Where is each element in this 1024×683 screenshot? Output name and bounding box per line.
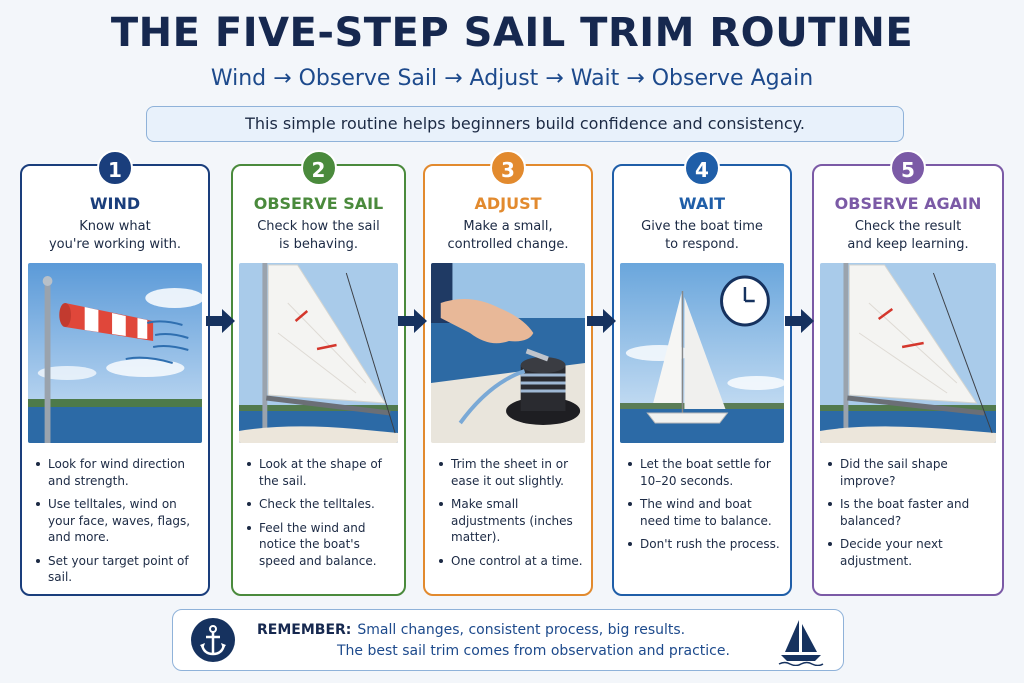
remember-text: Small changes, consistent process, big r… [357,622,686,638]
right-arrow-icon [206,309,235,333]
remember-box: REMEMBER: Small changes, consistent proce… [172,609,844,671]
winch-hand-image [431,263,585,443]
step-description-line: you're working with. [48,237,182,252]
step-description: Check the result and keep learning. [818,218,998,254]
step-card-wind: 1 WIND Know what you're working with. [20,150,210,596]
bullet-item: Is the boat faster and balanced? [828,496,996,529]
right-arrow-icon [587,309,616,333]
right-arrow-icon [785,309,814,333]
bullet-item: Don't rush the process. [628,536,784,553]
step-description: Check how the sail is behaving. [237,218,400,254]
step-number-badge: 4 [684,150,720,186]
bullet-item: Decide your next adjustment. [828,536,996,569]
step-title: OBSERVE AGAIN [834,194,982,213]
windsock-image [28,263,202,443]
sail-telltales-image [239,263,398,443]
step-description: Make a small, controlled change. [429,218,587,254]
step-card-adjust: 3 ADJUST Make a small, controlled change… [423,150,593,596]
step-description-line: controlled change. [447,237,569,252]
step-card-wait: 4 WAIT Give the boat time to respond. [612,150,792,596]
sail-telltales-image [820,263,996,443]
bullet-item: The wind and boat need time to balance. [628,496,784,529]
page-title: THE FIVE-STEP SAIL TRIM ROUTINE [110,10,914,56]
step-description: Know what you're working with. [26,218,204,254]
step-bullets: Look for wind direction and strength. Us… [36,456,202,593]
page-subtitle: Wind → Observe Sail → Adjust → Wait → Ob… [210,66,814,91]
remember-line-2: The best sail trim comes from observatio… [337,643,730,659]
bullet-item: Feel the wind and notice the boat's spee… [247,520,398,570]
bullet-item: Let the boat settle for 10–20 seconds. [628,456,784,489]
step-number-badge: 3 [490,150,526,186]
right-arrow-icon [398,309,427,333]
step-description-line: Check the result [854,219,962,234]
step-description: Give the boat time to respond. [618,218,786,254]
bullet-item: Check the telltales. [247,496,398,513]
bullet-item: Use telltales, wind on your face, waves,… [36,496,202,546]
step-bullets: Look at the shape of the sail. Check the… [247,456,398,576]
step-title: WAIT [678,194,726,213]
sailboat-icon [778,620,824,666]
bullet-item: Trim the sheet in or ease it out slightl… [439,456,585,489]
step-bullets: Trim the sheet in or ease it out slightl… [439,456,585,576]
step-description-line: Check how the sail [257,219,380,234]
step-title: ADJUST [474,194,542,213]
step-number-badge: 2 [300,150,337,186]
bullet-item: Look for wind direction and strength. [36,456,202,489]
intro-banner: This simple routine helps beginners buil… [146,106,904,142]
step-card-observe-again: 5 OBSERVE AGAIN Check the result and kee… [812,150,1004,596]
step-description-line: Make a small, [463,219,553,234]
step-description-line: Give the boat time [641,219,763,234]
step-card-observe-sail: 2 OBSERVE SAIL Check how the sail is beh… [231,150,406,596]
bullet-item: Did the sail shape improve? [828,456,996,489]
step-description-line: is behaving. [279,237,358,252]
step-bullets: Let the boat settle for 10–20 seconds. T… [628,456,784,560]
step-description-line: to respond. [665,237,739,252]
step-title: OBSERVE SAIL [253,194,384,213]
step-number-badge: 5 [890,150,926,186]
sailboat-clock-image [620,263,784,443]
step-description-line: and keep learning. [847,237,969,252]
step-title: WIND [89,194,141,213]
bullet-item: Look at the shape of the sail. [247,456,398,489]
bullet-item: One control at a time. [439,553,585,570]
step-number-badge: 1 [97,150,133,186]
step-description-line: Know what [79,219,151,234]
remember-line-1: REMEMBER: Small changes, consistent proce… [257,622,685,638]
remember-label: REMEMBER: [257,622,352,638]
bullet-item: Make small adjustments (inches matter). [439,496,585,546]
bullet-item: Set your target point of sail. [36,553,202,586]
step-bullets: Did the sail shape improve? Is the boat … [828,456,996,576]
anchor-icon [191,618,235,662]
